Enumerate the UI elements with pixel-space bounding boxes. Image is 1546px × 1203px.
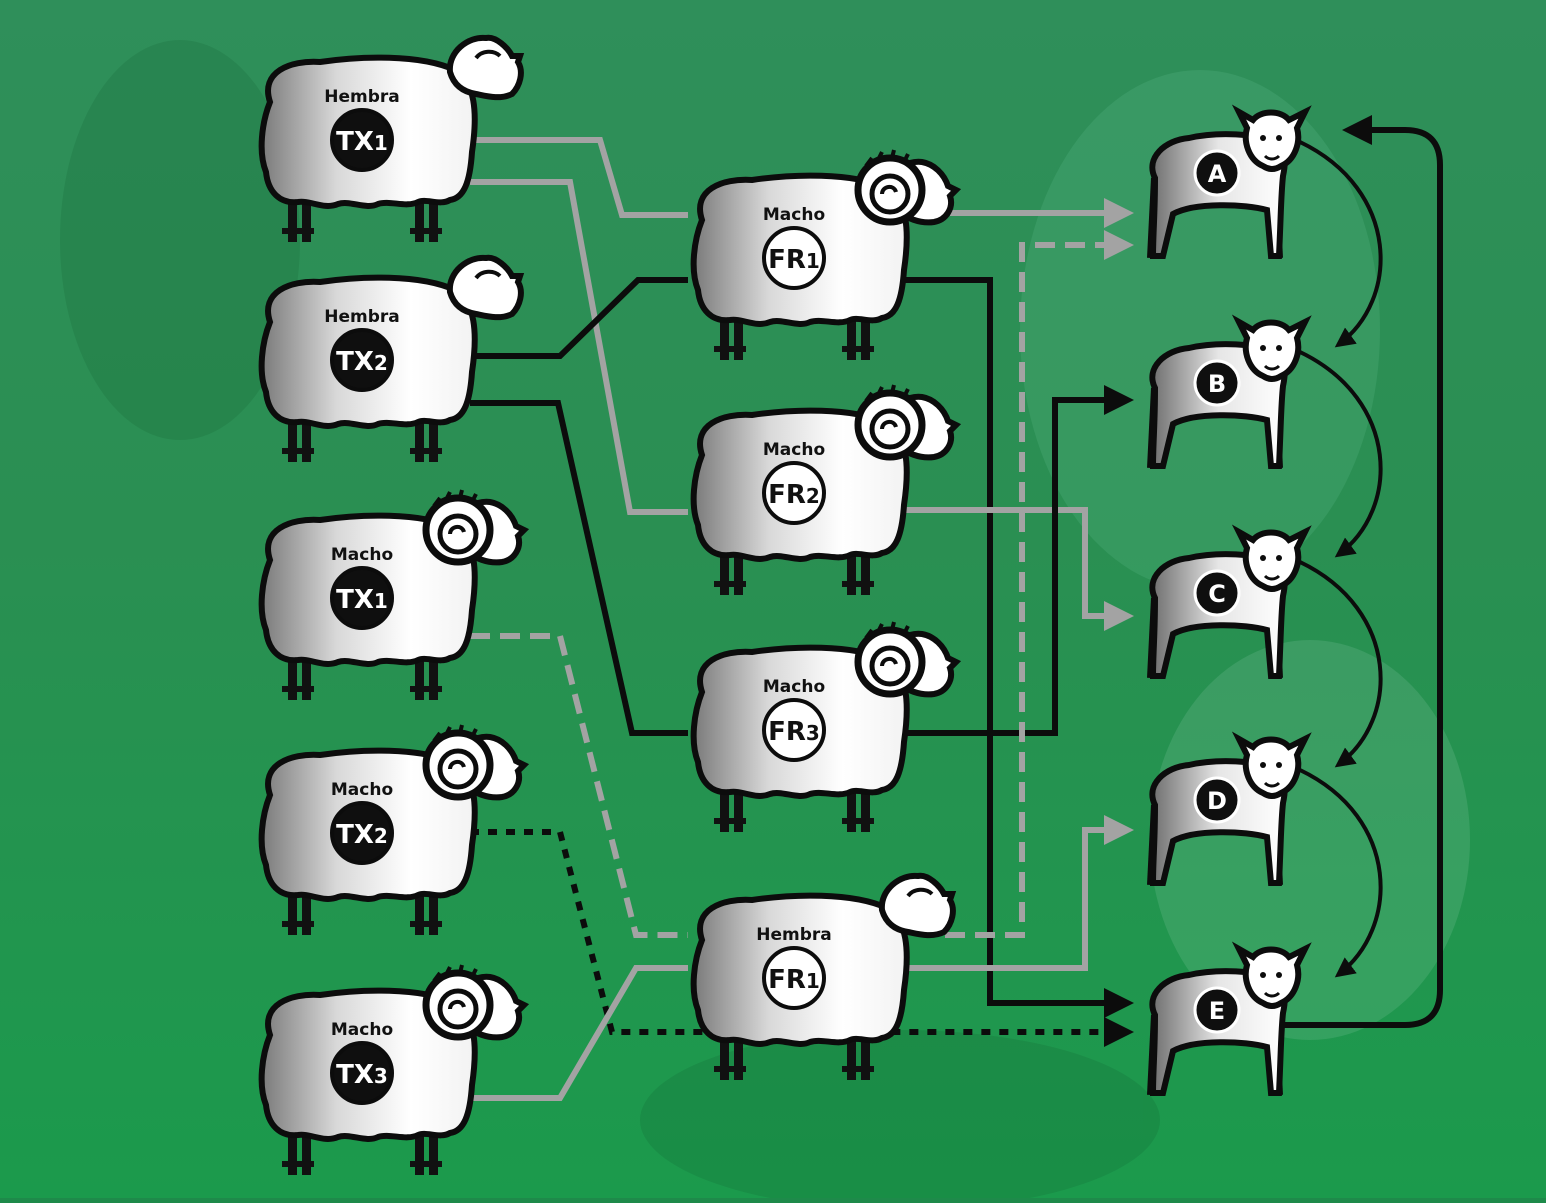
breed-code: FR1 bbox=[768, 245, 820, 275]
sheep-role-label: Macho bbox=[331, 1020, 393, 1040]
breed-code: FR3 bbox=[768, 717, 820, 747]
lamb-badge bbox=[1193, 359, 1241, 407]
connection-E-to-A bbox=[1280, 115, 1443, 1028]
lamb-label: D bbox=[1207, 787, 1227, 815]
connection-lines bbox=[470, 115, 1443, 1101]
connection-fr1_m-to-E bbox=[900, 277, 1134, 1018]
sheep-role-label: Macho bbox=[763, 677, 825, 697]
breed-code: TX1 bbox=[336, 585, 388, 615]
lamb-badge bbox=[1193, 986, 1241, 1034]
sheep-role-label: Hembra bbox=[324, 87, 400, 107]
sheep-role-label: Macho bbox=[763, 205, 825, 225]
connection-fr1_f-to-D bbox=[905, 815, 1134, 971]
breed-badge bbox=[762, 698, 826, 762]
lamb-badge bbox=[1193, 149, 1241, 197]
connection-tx1_m-to-fr1_f bbox=[470, 633, 688, 938]
connection-A-to-B bbox=[1281, 126, 1383, 348]
connection-B-to-C bbox=[1281, 336, 1383, 558]
sheep-role-label: Hembra bbox=[756, 925, 832, 945]
breed-badge bbox=[330, 328, 394, 392]
breed-badge bbox=[762, 946, 826, 1010]
lamb-A: A bbox=[1151, 112, 1305, 258]
connection-tx2_f-to-fr1_m bbox=[470, 277, 688, 359]
lamb-label: C bbox=[1208, 580, 1226, 608]
sheep-role-label: Hembra bbox=[324, 307, 400, 327]
lamb-badge bbox=[1193, 569, 1241, 617]
breed-badge bbox=[330, 108, 394, 172]
connection-fr1_f-to-A bbox=[945, 230, 1134, 938]
lamb-badge bbox=[1193, 776, 1241, 824]
lamb-label: B bbox=[1208, 370, 1226, 398]
connection-fr3_m-to-B bbox=[905, 385, 1134, 736]
connection-tx2_m-to-E bbox=[470, 829, 1134, 1047]
breed-badge bbox=[330, 566, 394, 630]
breed-badge bbox=[330, 1041, 394, 1105]
breed-badge bbox=[762, 461, 826, 525]
connection-tx3_m-to-fr1_f bbox=[470, 965, 688, 1101]
connection-tx2_f-to-fr3_m bbox=[470, 400, 688, 736]
breed-code: TX3 bbox=[336, 1060, 388, 1090]
breed-badge bbox=[330, 801, 394, 865]
sheep-role-label: Macho bbox=[763, 440, 825, 460]
connection-D-to-E bbox=[1281, 754, 1383, 978]
connection-fr2_m-to-C bbox=[905, 507, 1134, 631]
lamb-B: B bbox=[1151, 322, 1305, 468]
lamb-label: E bbox=[1209, 997, 1225, 1025]
lamb-D: D bbox=[1151, 739, 1305, 885]
breed-code: FR1 bbox=[768, 965, 820, 995]
connection-C-to-D bbox=[1281, 546, 1383, 768]
connection-tx1_f-to-fr1_m bbox=[470, 137, 688, 218]
breed-badge bbox=[762, 226, 826, 290]
lamb-C: C bbox=[1151, 532, 1305, 678]
lamb-label: A bbox=[1208, 160, 1227, 188]
sheep-role-label: Macho bbox=[331, 780, 393, 800]
sheep-role-label: Macho bbox=[331, 545, 393, 565]
animals-layer: HembraTX1HembraTX2MachoTX1MachoTX2MachoT… bbox=[262, 38, 1305, 1175]
breed-code: TX1 bbox=[336, 127, 388, 157]
breed-code: TX2 bbox=[336, 820, 388, 850]
connection-tx1_f-to-fr2_m bbox=[470, 179, 688, 515]
breed-code: TX2 bbox=[336, 347, 388, 377]
breed-code: FR2 bbox=[768, 480, 820, 510]
lamb-E: E bbox=[1151, 949, 1305, 1095]
